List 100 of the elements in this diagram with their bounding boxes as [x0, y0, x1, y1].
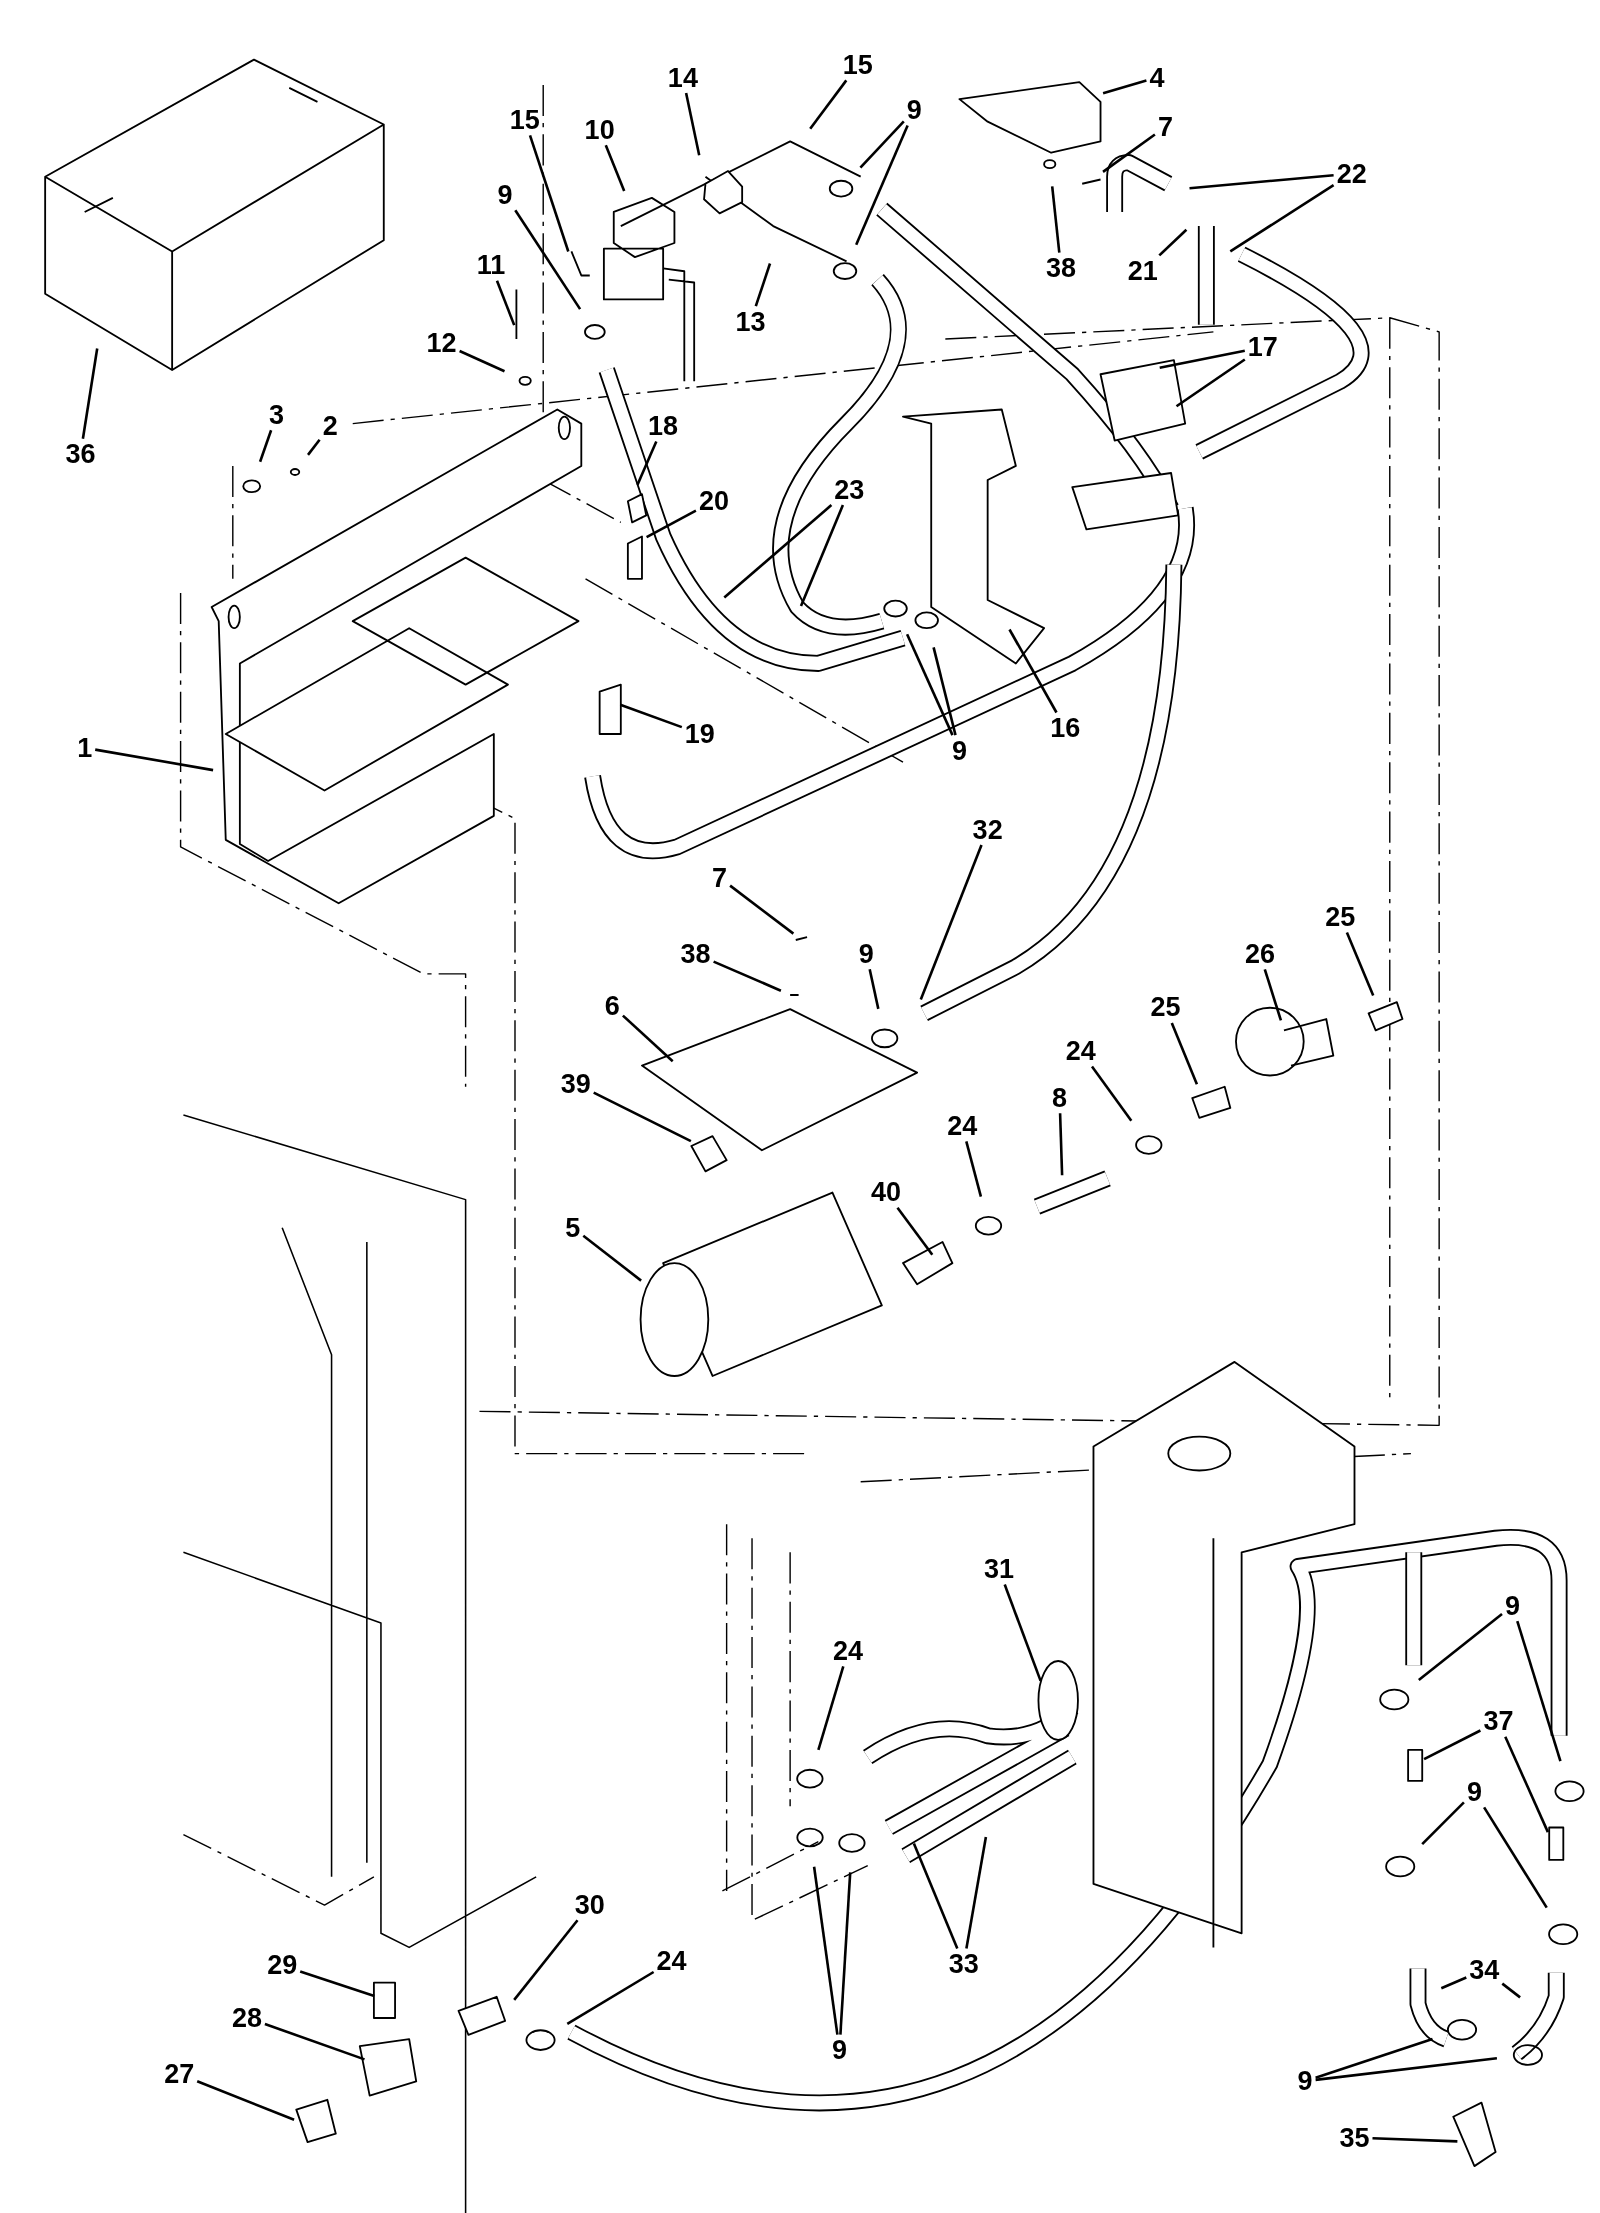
- leader-line: [1189, 173, 1334, 190]
- callout-number: 10: [583, 116, 616, 144]
- leader-line: [459, 349, 506, 373]
- leader-line: [799, 504, 845, 607]
- leader-line: [646, 509, 697, 539]
- leader-line: [912, 1843, 959, 1949]
- callout-number: 16: [1049, 714, 1082, 742]
- callout-number: 22: [1335, 160, 1368, 188]
- callout-number: 33: [947, 1950, 980, 1978]
- callout-number: 9: [1465, 1778, 1483, 1806]
- leader-line: [1008, 628, 1058, 714]
- leader-line: [1315, 2037, 1433, 2079]
- leader-line: [1175, 358, 1246, 408]
- callout-number: 17: [1246, 333, 1279, 361]
- leader-line: [622, 1014, 674, 1063]
- leader-line: [868, 969, 880, 1010]
- callout-number: 24: [1064, 1037, 1097, 1065]
- leader-line: [896, 1206, 934, 1256]
- callout-number: 8: [1051, 1084, 1069, 1112]
- leader-line: [566, 1970, 655, 2025]
- leader-line: [859, 120, 905, 169]
- leader-line: [196, 2080, 295, 2121]
- leader-line: [1345, 932, 1375, 996]
- callout-number: 39: [559, 1070, 592, 1098]
- leader-line: [684, 92, 701, 156]
- leader-line: [94, 748, 214, 772]
- callout-number: 9: [496, 181, 514, 209]
- leader-line: [729, 884, 795, 935]
- leader-line: [817, 1665, 845, 1751]
- leader-line: [965, 1141, 983, 1198]
- callout-number: 38: [1045, 254, 1078, 282]
- leader-line: [932, 647, 957, 736]
- leader-line: [619, 703, 683, 729]
- leader-line: [514, 209, 582, 310]
- leader-line: [1102, 133, 1156, 173]
- leader-line: [919, 844, 983, 1000]
- callout-number: 11: [475, 251, 507, 279]
- callout-number: 28: [230, 2004, 263, 2032]
- callout-number: 9: [831, 2036, 848, 2064]
- callout-number: 24: [831, 1637, 864, 1665]
- callout-number: 40: [870, 1178, 903, 1206]
- leader-line: [723, 504, 833, 599]
- callout-number: 23: [833, 476, 866, 504]
- callout-number: 25: [1324, 903, 1357, 931]
- leader-line: [1423, 1729, 1481, 1761]
- leader-line: [905, 633, 954, 736]
- callout-number: 26: [1243, 940, 1276, 968]
- callout-number: 9: [1296, 2067, 1314, 2095]
- callout-number: 36: [64, 440, 97, 468]
- leader-line: [582, 1234, 642, 1282]
- leader-line: [593, 1091, 692, 1143]
- leader-line: [1090, 1065, 1133, 1122]
- leader-line: [1440, 1976, 1467, 1990]
- leader-line: [306, 439, 321, 456]
- callout-number: 29: [266, 1951, 299, 1979]
- leader-line: [1159, 349, 1246, 369]
- callout-number: 7: [711, 864, 729, 892]
- callout-number: 24: [946, 1112, 979, 1140]
- callout-number: 15: [841, 51, 874, 79]
- leader-line: [1421, 1801, 1465, 1845]
- callout-number: 15: [508, 106, 541, 134]
- callout-number: 9: [905, 96, 923, 124]
- callout-number: 14: [666, 64, 699, 92]
- leader-line: [1483, 1806, 1548, 1909]
- callout-number: 4: [1148, 64, 1166, 92]
- callout-number: 35: [1338, 2124, 1371, 2152]
- callout-number: 32: [971, 816, 1004, 844]
- leader-line: [1050, 186, 1061, 253]
- callout-number: 5: [564, 1214, 582, 1241]
- callout-number: 3: [268, 401, 286, 429]
- callout-number: 1: [76, 734, 94, 762]
- leader-line: [299, 1970, 375, 1998]
- callout-number: 19: [683, 720, 716, 748]
- callout-number: 25: [1149, 993, 1182, 1021]
- leader-line: [1158, 228, 1188, 257]
- leader-line: [1263, 968, 1283, 1021]
- callout-number: 9: [950, 737, 968, 765]
- callout-number: 13: [734, 308, 767, 336]
- leader-line: [1102, 79, 1147, 95]
- callout-number: 24: [655, 1947, 688, 1975]
- leader-line: [636, 441, 658, 486]
- callout-number: 31: [982, 1555, 1015, 1583]
- leader-line: [81, 348, 99, 439]
- leader-line: [264, 2022, 365, 2061]
- callout-number: 20: [697, 487, 730, 515]
- leader-line: [1058, 1113, 1064, 1176]
- leader-line: [1229, 184, 1335, 253]
- leader-line: [604, 144, 626, 192]
- callout-number: 37: [1482, 1707, 1515, 1735]
- leader-line: [258, 429, 273, 463]
- leader-line: [1170, 1022, 1199, 1085]
- leader-line: [1516, 1620, 1562, 1762]
- leader-line: [1418, 1613, 1503, 1681]
- leader-line: [809, 79, 848, 130]
- leader-line: [713, 960, 782, 992]
- callout-number: 21: [1126, 257, 1159, 285]
- leader-line: [495, 280, 516, 326]
- leader-line: [528, 135, 570, 252]
- callout-number: 30: [573, 1891, 606, 1919]
- leader-line: [1504, 1736, 1550, 1833]
